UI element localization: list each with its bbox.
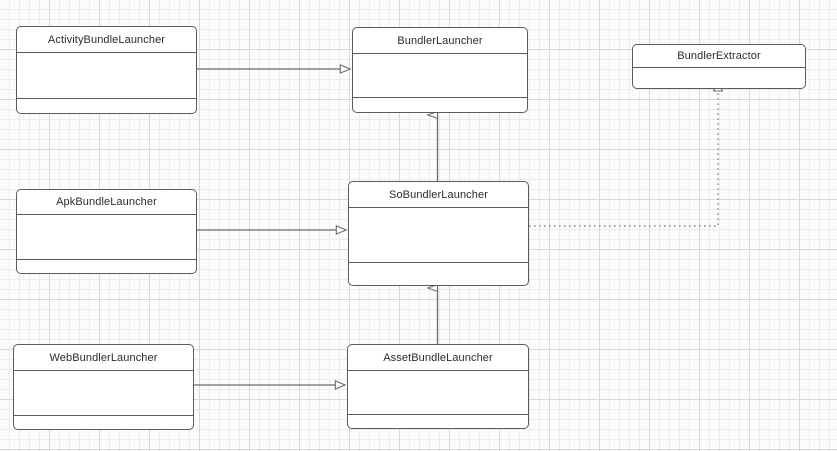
operations-compartment-web-bundler-launcher xyxy=(14,416,193,430)
class-name-bundler-extractor: BundlerExtractor xyxy=(633,45,805,68)
class-name-apk-bundle-launcher: ApkBundleLauncher xyxy=(17,190,196,215)
relationship-so-to-extractor xyxy=(529,80,724,227)
class-name-asset-bundle-launcher: AssetBundleLauncher xyxy=(348,345,528,371)
attributes-compartment-apk-bundle-launcher xyxy=(17,215,196,260)
class-box-bundler-extractor[interactable]: BundlerExtractor xyxy=(632,44,806,89)
attributes-compartment-web-bundler-launcher xyxy=(14,371,193,416)
class-box-apk-bundle-launcher[interactable]: ApkBundleLauncher xyxy=(16,189,197,274)
class-box-so-bundler-launcher[interactable]: SoBundlerLauncher xyxy=(348,181,529,286)
class-box-asset-bundle-launcher[interactable]: AssetBundleLauncher xyxy=(347,344,529,429)
operations-compartment-bundler-launcher xyxy=(353,98,527,112)
operations-compartment-asset-bundle-launcher xyxy=(348,415,528,429)
operations-compartment-activity-bundle-launcher xyxy=(17,99,196,114)
class-box-web-bundler-launcher[interactable]: WebBundlerLauncher xyxy=(13,344,194,430)
class-name-activity-bundle-launcher: ActivityBundleLauncher xyxy=(17,27,196,53)
attributes-compartment-bundler-extractor xyxy=(633,68,805,88)
class-box-activity-bundle-launcher[interactable]: ActivityBundleLauncher xyxy=(16,26,197,114)
attributes-compartment-activity-bundle-launcher xyxy=(17,53,196,99)
class-name-bundler-launcher: BundlerLauncher xyxy=(353,28,527,54)
operations-compartment-so-bundler-launcher xyxy=(349,263,528,285)
class-box-bundler-launcher[interactable]: BundlerLauncher xyxy=(352,27,528,113)
attributes-compartment-asset-bundle-launcher xyxy=(348,371,528,415)
class-name-web-bundler-launcher: WebBundlerLauncher xyxy=(14,345,193,371)
class-name-so-bundler-launcher: SoBundlerLauncher xyxy=(349,182,528,208)
operations-compartment-apk-bundle-launcher xyxy=(17,260,196,274)
attributes-compartment-bundler-launcher xyxy=(353,54,527,98)
attributes-compartment-so-bundler-launcher xyxy=(349,208,528,263)
